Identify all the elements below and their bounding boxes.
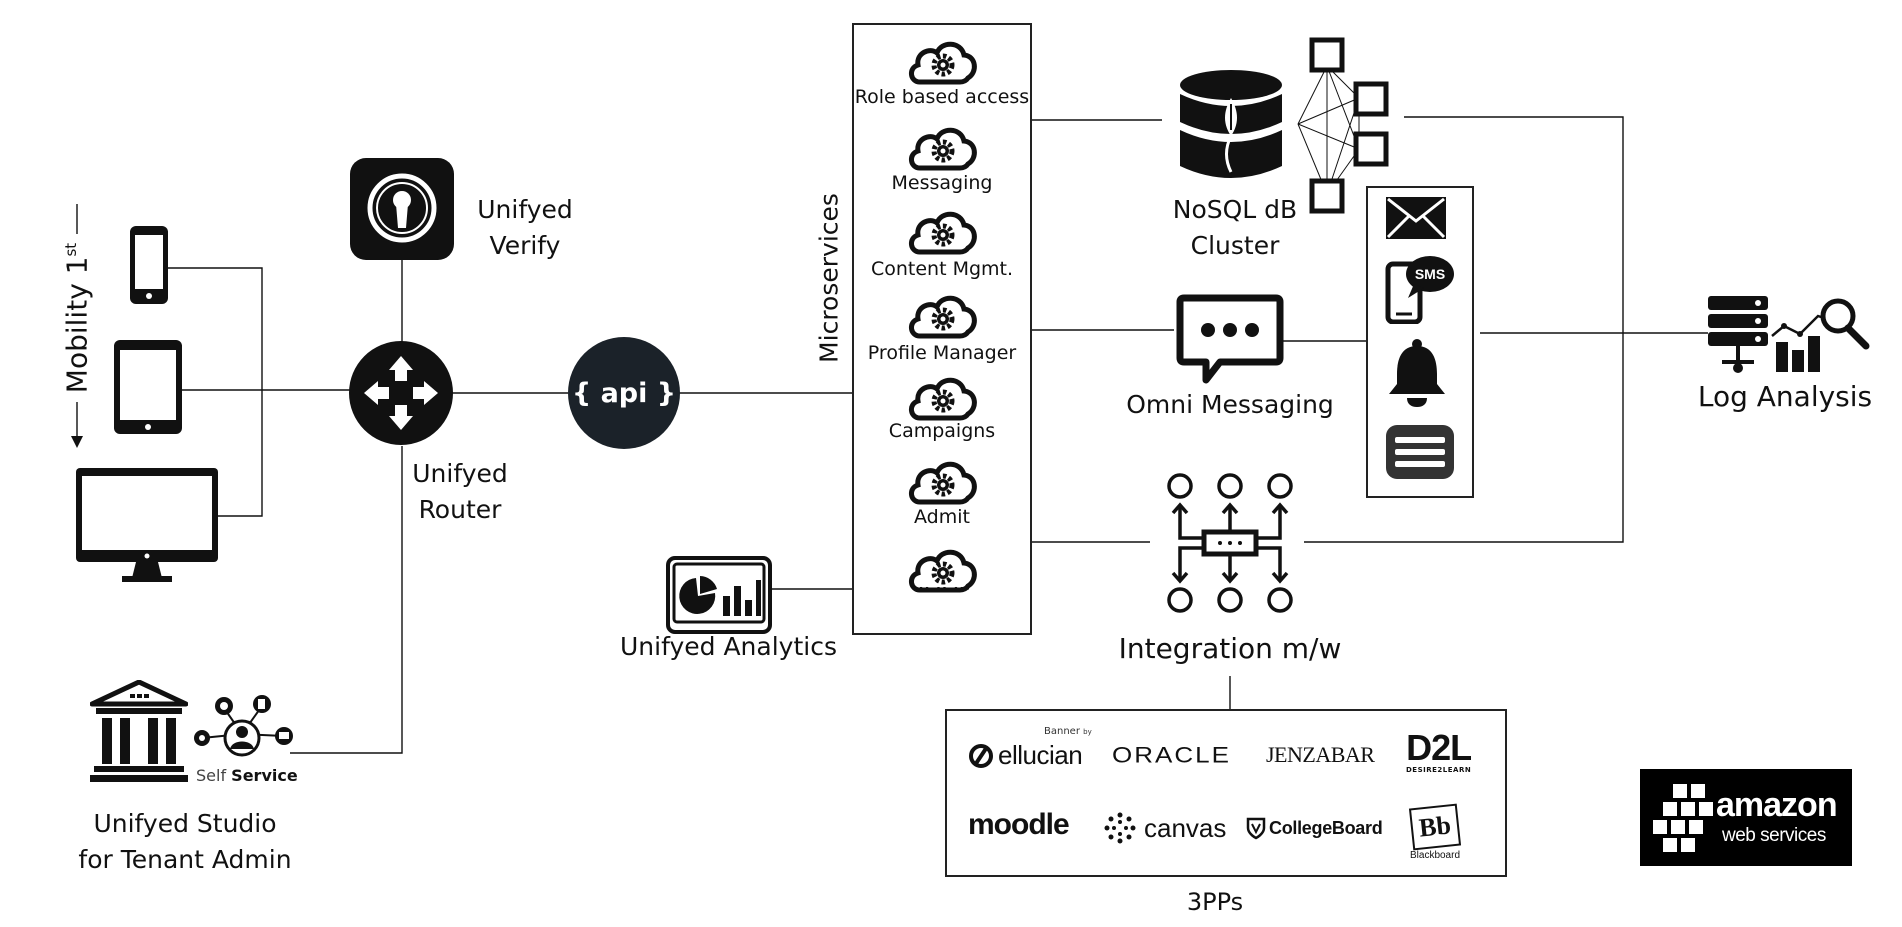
blackboard-mark: Bb	[1408, 803, 1462, 851]
self-service-prefix: Self	[196, 766, 232, 785]
mobility-label-sup: st	[62, 242, 81, 257]
aws-line2: web services	[1722, 825, 1826, 846]
nosql-label: NoSQL dB Cluster	[1160, 192, 1310, 264]
sms-phone-icon: SMS	[1385, 256, 1454, 324]
banner-by-text: by	[1083, 728, 1092, 736]
log-analysis-label: Log Analysis	[1697, 380, 1873, 413]
router-arrows-icon	[349, 341, 453, 445]
collegeboard-shield-icon	[1246, 817, 1266, 840]
monitor-icon	[76, 468, 218, 582]
envelope-icon	[1386, 197, 1446, 239]
cloud-gear-icon	[909, 211, 977, 255]
collegeboard-logo: CollegeBoard	[1246, 816, 1383, 840]
user-network-icon	[194, 695, 293, 757]
phone-icon	[130, 226, 168, 304]
cluster-node-icon	[1309, 178, 1345, 214]
verify-label-line1: Unifyed	[477, 195, 573, 224]
third-party-box	[945, 709, 1507, 877]
canvas-logo: canvas	[1104, 812, 1226, 844]
aws-badge: amazon web services	[1640, 769, 1852, 866]
canvas-text: canvas	[1144, 812, 1227, 843]
router-label-line2: Router	[418, 495, 502, 524]
microservices-box	[852, 23, 1032, 635]
d2l-logo: D2L DESIRE2LEARN	[1406, 727, 1472, 775]
self-service-label: Self Service	[196, 766, 298, 785]
microservice-content-mgmt: Content Mgmt.	[870, 258, 1014, 280]
microservice-role-based-access: Role based access	[854, 86, 1030, 108]
api-label: { api }	[571, 377, 677, 409]
microservice-admit: Admit	[914, 506, 970, 528]
microservice-messaging: Messaging	[891, 172, 993, 194]
cloud-gear-icon	[909, 549, 977, 593]
oracle-logo: ORACLE	[1112, 742, 1231, 768]
microservice-more: ··· ·· ···	[912, 582, 972, 597]
blackboard-text: Blackboard	[1409, 850, 1461, 861]
canvas-mark-icon	[1104, 812, 1136, 844]
integration-label: Integration m/w	[1118, 632, 1342, 665]
banner-small-text: Banner	[1044, 726, 1080, 737]
studio-label: Unifyed Studio for Tenant Admin	[60, 806, 310, 878]
studio-label-line1: Unifyed Studio	[93, 809, 277, 838]
mobility-label-text: Mobility 1	[60, 256, 94, 394]
third-party-label: 3PPs	[1186, 888, 1244, 916]
cluster-node-icon	[1309, 37, 1345, 73]
collegeboard-text: CollegeBoard	[1269, 817, 1383, 838]
d2l-text: D2L	[1406, 727, 1472, 768]
microservice-profile-manager: Profile Manager	[867, 342, 1017, 364]
bell-icon	[1389, 339, 1445, 407]
cloud-gear-icon	[909, 377, 977, 421]
tablet-icon	[114, 340, 182, 434]
cluster-node-icon	[1353, 81, 1389, 117]
blackboard-logo: Bb Blackboard	[1404, 803, 1466, 861]
router-label: Unifyed Router	[405, 456, 515, 528]
microservice-campaigns: Campaigns	[888, 420, 996, 442]
nosql-label-line1: NoSQL dB	[1172, 195, 1298, 224]
d2l-sub-text: DESIRE2LEARN	[1406, 766, 1472, 774]
cluster-node-icon	[1353, 131, 1389, 167]
verify-label-line2: Verify	[489, 231, 561, 260]
sms-badge-text: SMS	[1415, 266, 1445, 282]
router-label-line1: Unifyed	[412, 459, 508, 488]
mobility-label: Mobility 1st	[61, 243, 94, 393]
aws-line1: amazon	[1716, 786, 1838, 824]
verify-label: Unifyed Verify	[470, 192, 580, 264]
studio-label-line2: for Tenant Admin	[78, 845, 292, 874]
list-menu-icon	[1386, 425, 1454, 479]
keyhole-lock-icon	[350, 158, 454, 260]
omni-label: Omni Messaging	[1126, 390, 1334, 419]
moodle-logo: moodle	[968, 808, 1070, 841]
institution-building-icon	[90, 680, 188, 782]
dashboard-chart-icon	[666, 556, 772, 634]
server-analytics-icon	[1708, 296, 1870, 373]
ellucian-mark-icon	[969, 743, 993, 768]
cloud-gear-icon	[909, 461, 977, 505]
analytics-label: Unifyed Analytics	[620, 632, 837, 661]
self-service-bold: Service	[231, 766, 298, 785]
microservices-title: Microservices	[814, 193, 844, 363]
chat-bubble-icon	[1176, 294, 1284, 384]
channel-box	[1366, 186, 1474, 498]
integration-hub-icon	[1167, 473, 1293, 613]
database-icon	[1180, 70, 1282, 178]
api-gateway: { api }	[568, 337, 680, 449]
jenzabar-logo: JENZABAR	[1266, 742, 1375, 767]
nosql-label-line2: Cluster	[1190, 231, 1280, 260]
cloud-gear-icon	[909, 127, 977, 171]
cloud-gear-icon	[909, 295, 977, 339]
aws-cubes-icon	[1651, 782, 1715, 854]
cloud-gear-icon	[909, 41, 977, 85]
ellucian-text: ellucian	[998, 740, 1083, 770]
